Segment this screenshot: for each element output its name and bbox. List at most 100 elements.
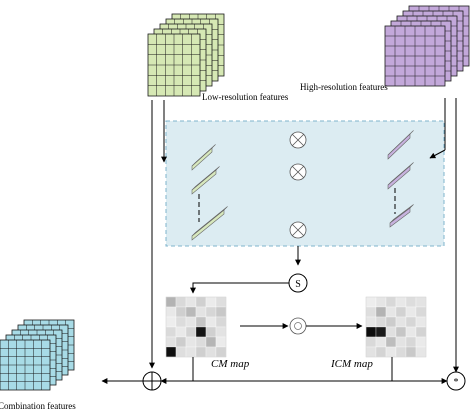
low-vector-3-face [191,209,225,241]
similarity-node: S [288,273,308,293]
icm-map-cell [385,296,397,308]
cm-map-cell [175,326,187,338]
low-resolution-feature-stack [147,13,225,97]
cm-map-frame [165,296,227,358]
similarity-symbol: S [295,279,301,290]
icm-map-cell [385,316,397,328]
cm-map-cell [165,296,177,308]
high-vector-3 [389,204,414,228]
icm-map-cell [395,346,407,358]
icm-map-frame [365,296,427,358]
high-resolution-feature-stack [384,5,470,87]
cm-map-cell [165,306,177,318]
cm-map-cell [205,306,217,318]
icm-map-cell [375,346,387,358]
cm-map-cell [215,306,227,318]
high-vector-2 [387,162,414,190]
cm-map-cell [215,316,227,328]
cm-map-label: CM map [211,358,250,370]
cm-to-add-arrow [160,357,194,384]
icm-map-cell [385,326,397,338]
cm-map-cell [215,296,227,308]
icm-map [365,296,427,358]
multiply-circle-1 [289,131,307,149]
cm-map [165,296,227,358]
cm-map-cell [175,346,187,358]
cm-map-cell [195,346,207,358]
high-to-vectors-arrowhead [429,149,446,159]
icm-map-cell [415,336,427,348]
low-res-feature-vectors [191,144,228,241]
cm-map-cell [195,316,207,328]
cm-map-cell [185,306,197,318]
icm-map-cell [395,336,407,348]
cm-map-cell [185,296,197,308]
icm-map-cell [365,346,377,358]
star-symbol: * [454,377,459,388]
cm-map-cell [205,336,217,348]
s-to-cm-arrow [190,282,289,294]
icm-map-cell [405,346,417,358]
icm-map-cell [365,336,377,348]
icm-map-cell [385,336,397,348]
icm-to-star-arrow [391,357,448,384]
icm-map-cell [415,316,427,328]
high-vector-2-face [387,165,411,190]
icm-map-cell [405,306,417,318]
icm-map-cell [395,296,407,308]
cm-map-cell [165,346,177,358]
low-vector-2 [191,166,220,195]
low-vector-3 [191,206,228,241]
cm-map-cell [165,336,177,348]
multiply-circle-3 [289,221,307,239]
icm-map-cell [375,316,387,328]
cm-map-cell [215,346,227,358]
cm-map-cell [175,296,187,308]
cm-map-cell [205,296,217,308]
icm-map-cell [365,316,377,328]
icm-map-cell [365,296,377,308]
cm-map-cell [205,316,217,328]
high-vector-3-face [389,207,411,228]
cm-map-cell [205,346,217,358]
icm-map-cell [365,326,377,338]
cm-map-cell [215,326,227,338]
icm-map-cell [415,296,427,308]
icm-map-cell [405,296,417,308]
cm-map-cell [195,296,207,308]
cm-map-cell [175,336,187,348]
cm-map-cell [195,306,207,318]
combination-label: Combination features [0,401,76,410]
cm-map-cell [165,326,177,338]
icm-map-cell [395,316,407,328]
icm-map-cell [405,336,417,348]
cm-map-cell [205,326,217,338]
cm-map-cell [175,316,187,328]
low-res-layer [147,33,201,97]
cm-map-cell [165,316,177,328]
cm-map-cell [175,306,187,318]
low-vector-1-face [191,147,213,171]
cm-map-cell [185,316,197,328]
icm-map-cell [385,346,397,358]
icm-map-cell [375,336,387,348]
inversion-node [289,317,307,335]
multiply-circle-2 [289,163,307,181]
high-resolution-label: High-resolution features [300,82,388,92]
icm-map-cell [375,306,387,318]
icm-map-cell [415,306,427,318]
cm-map-cell [185,326,197,338]
icm-map-cell [395,326,407,338]
icm-map-cell [405,326,417,338]
icm-map-cell [415,326,427,338]
high-res-layer [384,25,446,87]
cm-map-cell [195,336,207,348]
combination-layer [0,339,51,391]
star-node: * [446,371,466,391]
icm-map-cell [395,306,407,318]
icm-map-cell [405,316,417,328]
icm-map-cell [385,306,397,318]
icm-map-cell [415,346,427,358]
